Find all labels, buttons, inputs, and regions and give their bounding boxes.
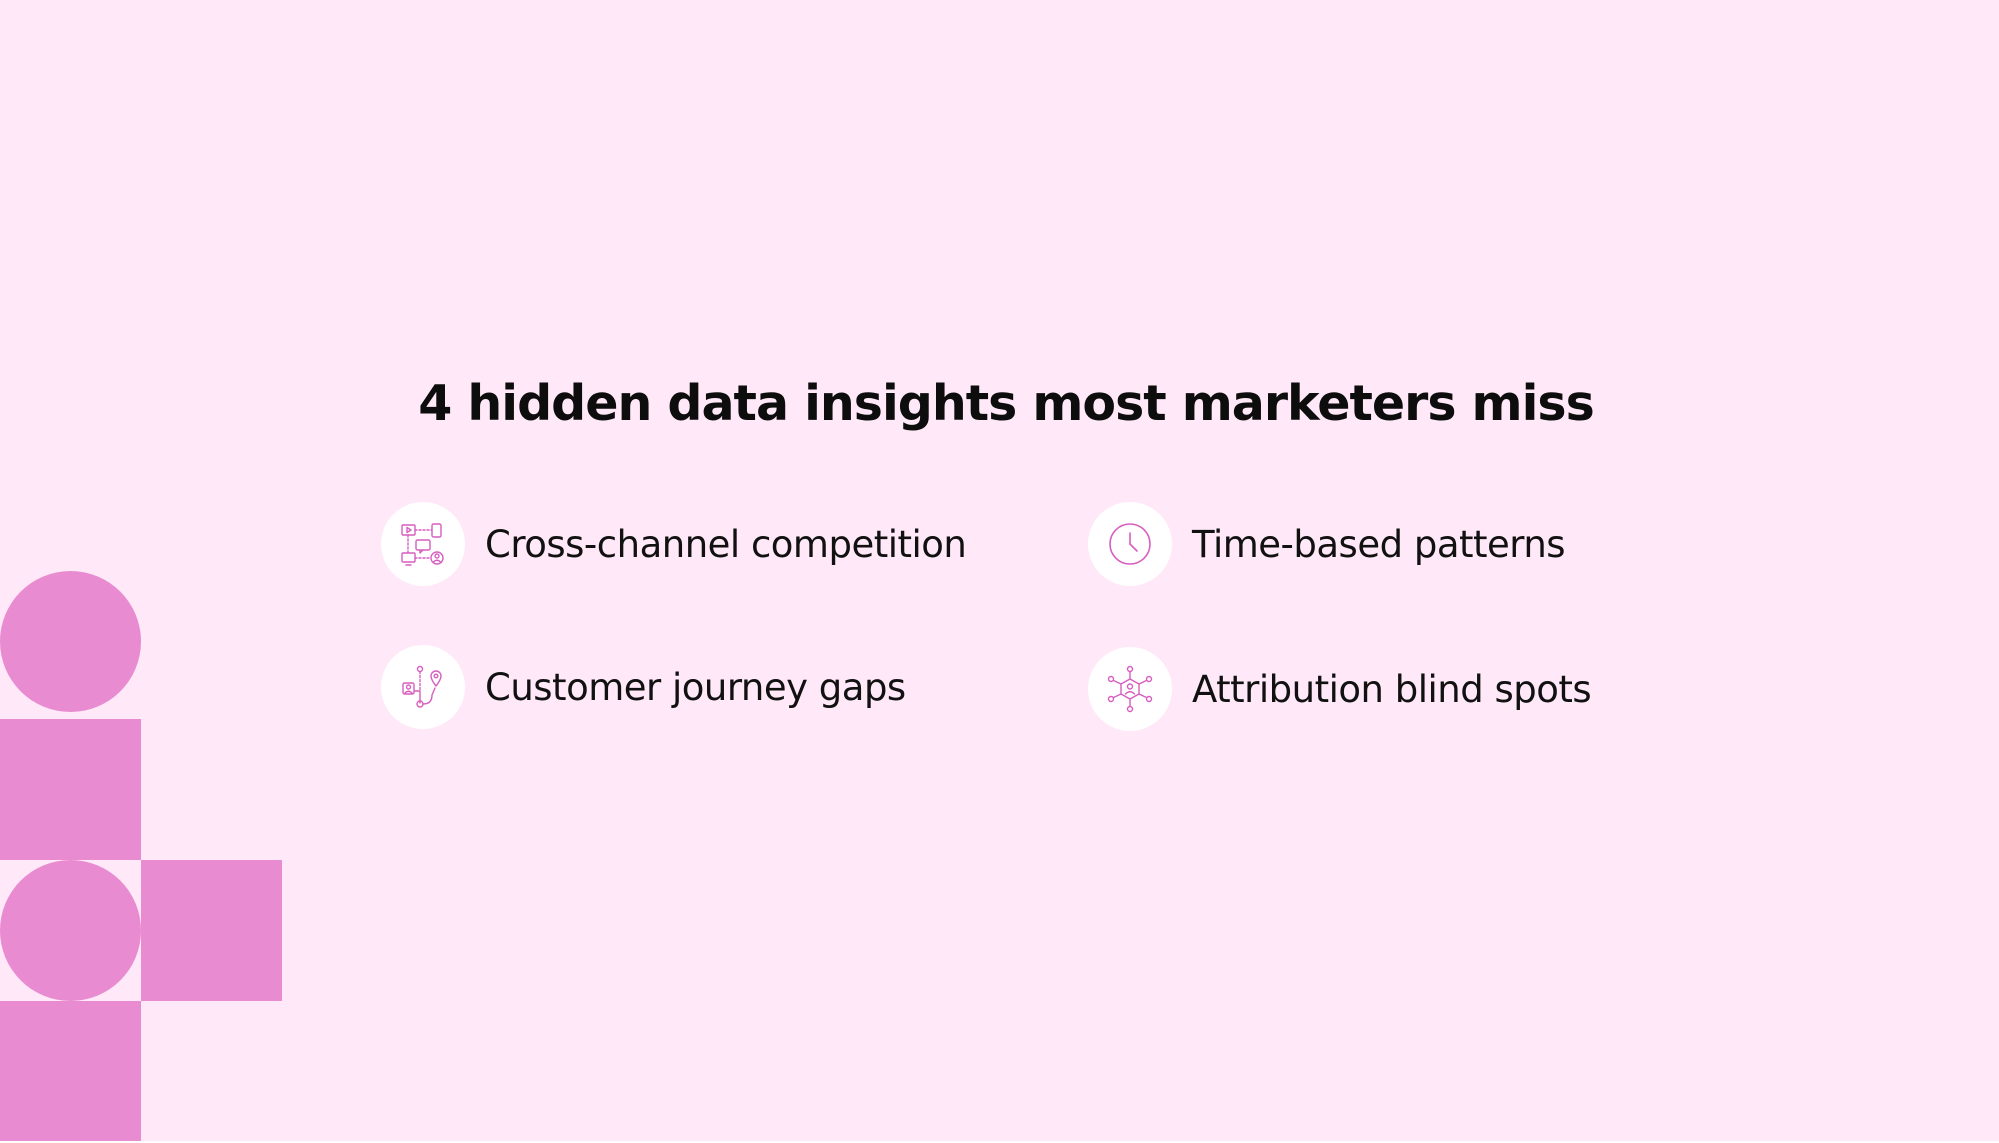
decorative-circle-top xyxy=(0,571,141,712)
insight-item-cross-channel: Cross-channel competition xyxy=(381,502,967,586)
insight-item-customer-journey: Customer journey gaps xyxy=(381,645,906,729)
decorative-square-lower xyxy=(0,1001,141,1142)
decorative-circle-middle xyxy=(0,860,141,1001)
insight-label: Customer journey gaps xyxy=(485,665,906,709)
insight-item-attribution: Attribution blind spots xyxy=(1088,647,1592,731)
customer-journey-icon xyxy=(402,665,442,708)
attribution-network-icon xyxy=(1107,665,1153,713)
bottom-edge xyxy=(0,1141,1999,1143)
insight-label: Cross-channel competition xyxy=(485,522,967,566)
channels-network-icon xyxy=(401,523,444,566)
clock-icon xyxy=(1109,523,1151,565)
insight-label: Time-based patterns xyxy=(1192,522,1566,566)
decorative-square-right xyxy=(141,860,282,1001)
icon-badge xyxy=(1088,647,1172,731)
icon-badge xyxy=(1088,502,1172,586)
decorative-square-upper xyxy=(0,719,141,860)
icon-badge xyxy=(381,645,465,729)
insight-item-time-based: Time-based patterns xyxy=(1088,502,1566,586)
insight-label: Attribution blind spots xyxy=(1192,667,1592,711)
icon-badge xyxy=(381,502,465,586)
slide-title: 4 hidden data insights most marketers mi… xyxy=(418,375,1595,432)
